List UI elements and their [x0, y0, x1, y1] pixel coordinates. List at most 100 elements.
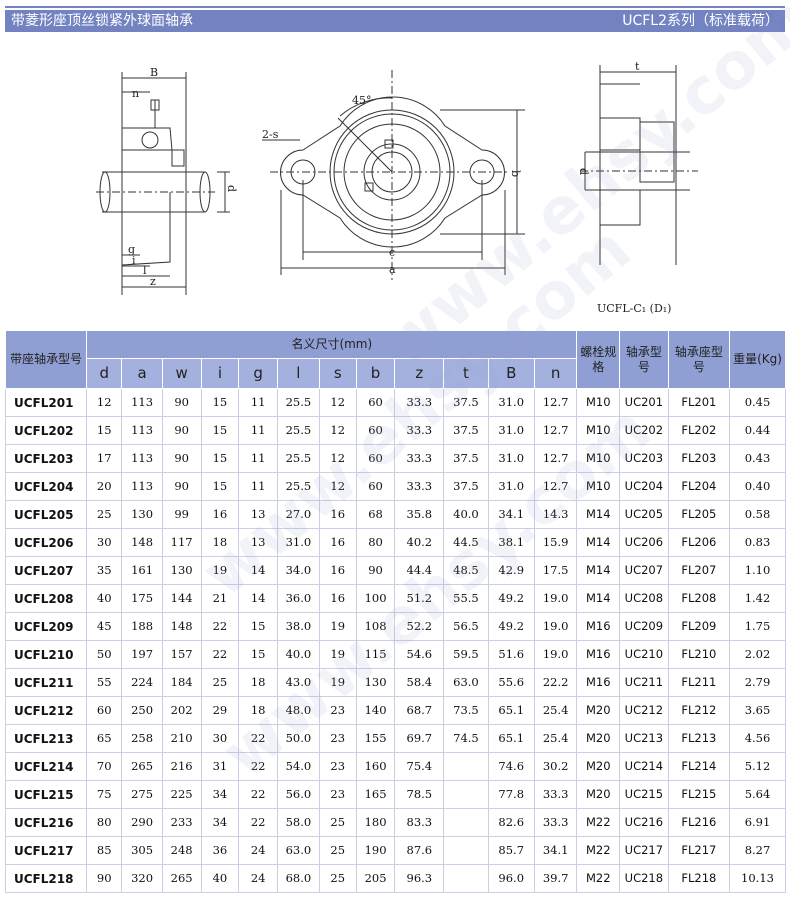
table-cell: FL205: [667, 500, 731, 529]
table-cell: 19: [318, 640, 357, 669]
table-cell: 30.2: [533, 752, 578, 781]
table-cell: 33.3: [533, 808, 578, 837]
table-cell: 44.4: [394, 556, 445, 585]
table-cell: 18: [238, 696, 278, 725]
table-cell: 40: [86, 584, 123, 613]
table-cell: 12: [318, 416, 357, 445]
table-cell: 11: [238, 388, 278, 417]
table-cell: 58.0: [276, 808, 320, 837]
table-cell: 130: [121, 500, 163, 529]
dim-label-c: c: [389, 246, 395, 259]
front-view: 45° 2-s b c a: [262, 70, 525, 280]
table-cell: 68.7: [394, 696, 445, 725]
table-cell: 11: [238, 472, 278, 501]
table-cell: 23: [318, 724, 357, 753]
table-cell: 15: [238, 612, 278, 641]
table-cell: 40.2: [394, 528, 445, 557]
table-cell: FL211: [667, 668, 731, 697]
table-cell: M22: [576, 836, 621, 865]
table-cell: 1.10: [729, 556, 786, 585]
table-cell: M20: [576, 780, 621, 809]
table-cell: 75.4: [394, 752, 445, 781]
dim-label-B: B: [150, 66, 158, 79]
col-n: n: [533, 358, 578, 389]
table-cell: 100: [355, 584, 396, 613]
table-cell: UCFL207: [4, 556, 88, 585]
table-cell: 25.5: [276, 416, 320, 445]
table-cell: 65.1: [487, 724, 535, 753]
table-cell: 37.5: [443, 444, 489, 473]
table-cell: 113: [121, 388, 163, 417]
table-cell: 5.64: [729, 780, 786, 809]
table-cell: UC203: [619, 444, 669, 473]
table-cell: 290: [121, 808, 163, 837]
table-cell: 56.5: [443, 612, 489, 641]
table-cell: UCFL215: [4, 780, 88, 809]
table-cell: 1.75: [729, 612, 786, 641]
table-cell: 24: [238, 864, 278, 893]
table-cell: 90: [161, 472, 202, 501]
table-cell: 55: [86, 668, 123, 697]
table-cell: 12: [318, 472, 357, 501]
table-cell: UCFL218: [4, 864, 88, 893]
spec-table: 带座轴承型号 名义尺寸(mm) 螺栓规格 轴承型号 轴承座型号 重量(Kg) d…: [4, 330, 786, 893]
table-cell: 197: [121, 640, 163, 669]
table-cell: M14: [576, 556, 621, 585]
table-cell: 15: [200, 444, 240, 473]
table-cell: UC211: [619, 668, 669, 697]
table-cell: UC212: [619, 696, 669, 725]
table-cell: 37.5: [443, 388, 489, 417]
table-cell: 59.5: [443, 640, 489, 669]
table-cell: UCFL209: [4, 612, 88, 641]
table-cell: 19.0: [533, 612, 578, 641]
table-cell: FL213: [667, 724, 731, 753]
table-cell: 56.0: [276, 780, 320, 809]
table-cell: FL214: [667, 752, 731, 781]
table-cell: 30: [200, 724, 240, 753]
table-cell: 33.3: [394, 388, 445, 417]
table-cell: M10: [576, 444, 621, 473]
table-cell: 90: [161, 416, 202, 445]
table-cell: 90: [161, 444, 202, 473]
table-cell: FL216: [667, 808, 731, 837]
table-cell: 25.5: [276, 472, 320, 501]
table-cell: 148: [161, 612, 202, 641]
table-cell: UCFL208: [4, 584, 88, 613]
table-cell: FL215: [667, 780, 731, 809]
table-cell: 33.3: [533, 780, 578, 809]
page-title: 带菱形座顶丝锁紧外球面轴承: [11, 13, 193, 29]
table-cell: 108: [355, 612, 396, 641]
table-cell: [443, 752, 489, 781]
table-cell: 33.3: [394, 472, 445, 501]
table-cell: 60: [86, 696, 123, 725]
col-weight: 重量(Kg): [729, 330, 786, 389]
top-rule: [5, 6, 785, 8]
table-cell: 51.2: [394, 584, 445, 613]
table-cell: 25.4: [533, 724, 578, 753]
table-cell: UC208: [619, 584, 669, 613]
table-cell: 19: [318, 668, 357, 697]
table-cell: 11: [238, 444, 278, 473]
table-cell: 48.5: [443, 556, 489, 585]
table-cell: 74.6: [487, 752, 535, 781]
table-cell: 11: [238, 416, 278, 445]
dim-label-i: i: [132, 254, 136, 267]
table-cell: 144: [161, 584, 202, 613]
table-cell: 0.44: [729, 416, 786, 445]
table-cell: 23: [318, 780, 357, 809]
table-cell: 40: [200, 864, 240, 893]
table-cell: 20: [86, 472, 123, 501]
table-cell: UC204: [619, 472, 669, 501]
col-bearing: 轴承型号: [619, 330, 669, 389]
table-cell: 210: [161, 724, 202, 753]
table-cell: 16: [318, 556, 357, 585]
table-cell: 130: [161, 556, 202, 585]
